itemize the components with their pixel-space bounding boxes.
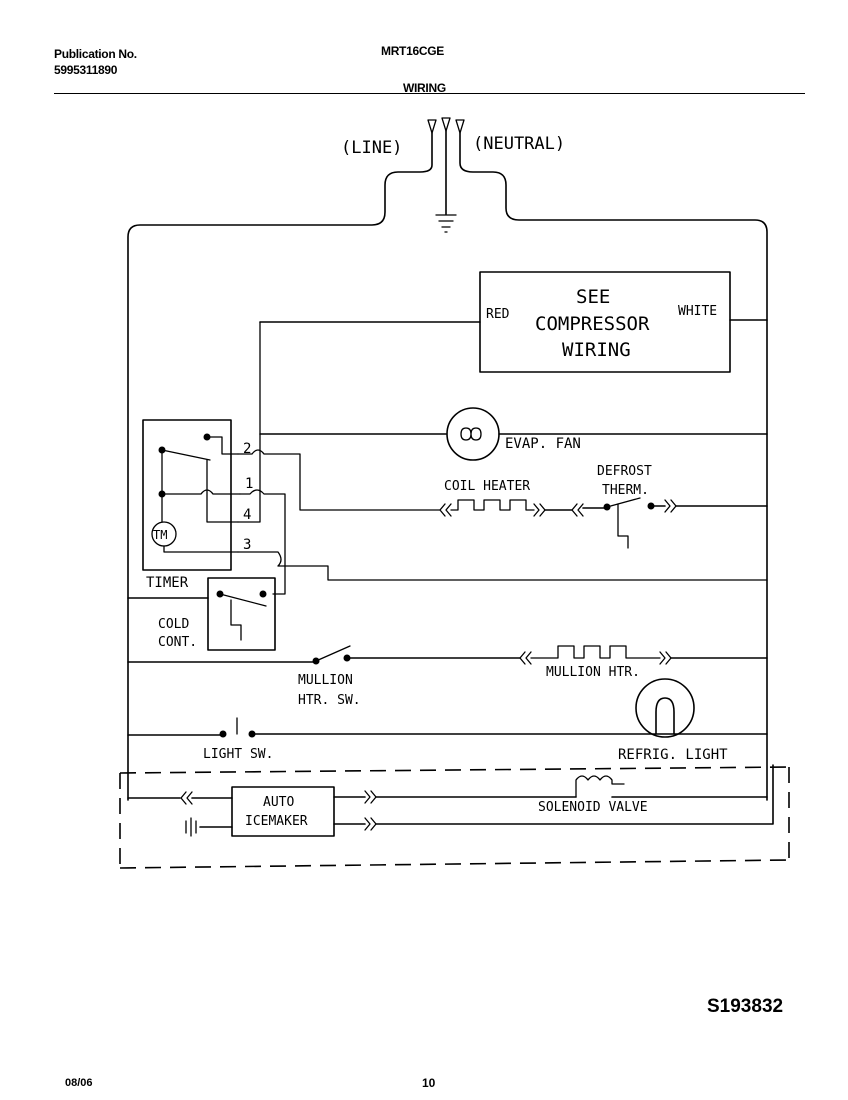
section-title: WIRING (403, 81, 446, 95)
cold-control-label-2: CONT. (158, 635, 197, 650)
model-number: MRT16CGE (381, 44, 444, 58)
white-wire-label: WHITE (678, 304, 717, 319)
light-switch (127, 717, 768, 738)
timer-label: TIMER (146, 575, 189, 591)
defrost-timer (142, 321, 768, 595)
defrost-therm-label-2: THERM. (602, 483, 649, 498)
compressor-text-2: COMPRESSOR (535, 313, 650, 335)
light-switch-label: LIGHT SW. (203, 747, 273, 762)
publication-number: 5995311890 (54, 63, 118, 77)
icemaker-label-2: ICEMAKER (245, 814, 308, 829)
compressor-text-3: WIRING (562, 339, 631, 361)
evap-fan (259, 407, 768, 461)
icemaker-enclosure (119, 766, 790, 869)
timer-terminal-3: 3 (243, 537, 251, 553)
mullion-heater-label: MULLION HTR. (546, 665, 640, 680)
line-label: (LINE) (341, 138, 402, 158)
page-number: 10 (422, 1076, 436, 1090)
timer-terminal-4: 4 (243, 507, 251, 523)
timer-motor-label: TM (153, 528, 167, 542)
icemaker-label-1: AUTO (263, 795, 294, 810)
auto-icemaker (127, 764, 774, 837)
timer-terminal-2: 2 (243, 441, 251, 457)
refrig-light-label: REFRIG. LIGHT (618, 747, 728, 763)
footer-date: 08/06 (65, 1077, 93, 1089)
solenoid-valve-label: SOLENOID VALVE (538, 800, 648, 815)
cold-control (127, 577, 276, 651)
cold-control-label-1: COLD (158, 617, 189, 632)
mullion-heater (519, 645, 768, 665)
red-wire-label: RED (486, 307, 510, 322)
mullion-switch-label-1: MULLION (298, 673, 353, 688)
compressor-text-1: SEE (576, 286, 610, 308)
defrost-thermostat (571, 497, 768, 549)
mullion-switch-label-2: HTR. SW. (298, 693, 361, 708)
coil-heater-label: COIL HEATER (444, 479, 530, 494)
diagram-reference: S193832 (707, 996, 784, 1017)
power-plug (127, 117, 768, 801)
coil-heater (439, 499, 573, 517)
neutral-label: (NEUTRAL) (473, 134, 565, 154)
mullion-heater-switch (127, 645, 521, 665)
compressor-box (259, 271, 768, 373)
solenoid-valve (575, 775, 768, 798)
ground-symbol (435, 214, 457, 233)
defrost-therm-label-1: DEFROST (597, 464, 652, 479)
header-rule (54, 93, 805, 94)
evap-fan-label: EVAP. FAN (505, 436, 581, 452)
refrig-light (635, 678, 695, 738)
publication-label: Publication No. (54, 47, 137, 61)
timer-terminal-1: 1 (245, 476, 253, 492)
